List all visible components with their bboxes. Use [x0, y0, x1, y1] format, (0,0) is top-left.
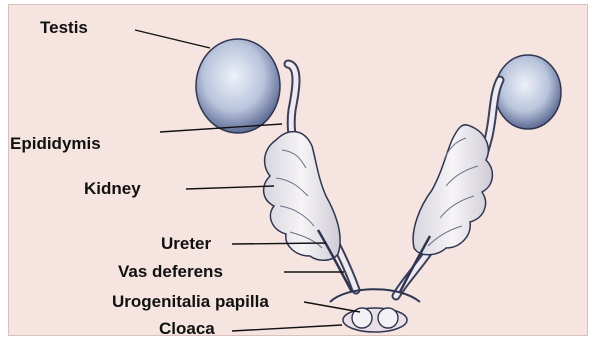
right-kidney — [413, 125, 492, 255]
testis-leader-line — [135, 30, 210, 48]
cloaca-label: Cloaca — [159, 319, 215, 339]
right-testis — [495, 55, 561, 129]
cloaca-leader-line — [232, 325, 342, 331]
ureter-label: Ureter — [161, 234, 211, 254]
left-kidney — [264, 132, 340, 261]
urogenital-papilla-label: Urogenitalia papilla — [112, 292, 269, 312]
kidney-leader-line — [186, 186, 274, 189]
cloaca-rim — [330, 289, 420, 302]
ureter-leader-line — [232, 243, 326, 244]
kidney-label: Kidney — [84, 179, 141, 199]
left-testis — [196, 39, 280, 133]
vas-deferens-label: Vas deferens — [118, 262, 223, 282]
epididymis-label: Epididymis — [10, 134, 101, 154]
right-urogenital-papilla — [378, 308, 398, 328]
testis-label: Testis — [40, 18, 88, 38]
urogenital-papilla-leader-line — [304, 302, 360, 312]
